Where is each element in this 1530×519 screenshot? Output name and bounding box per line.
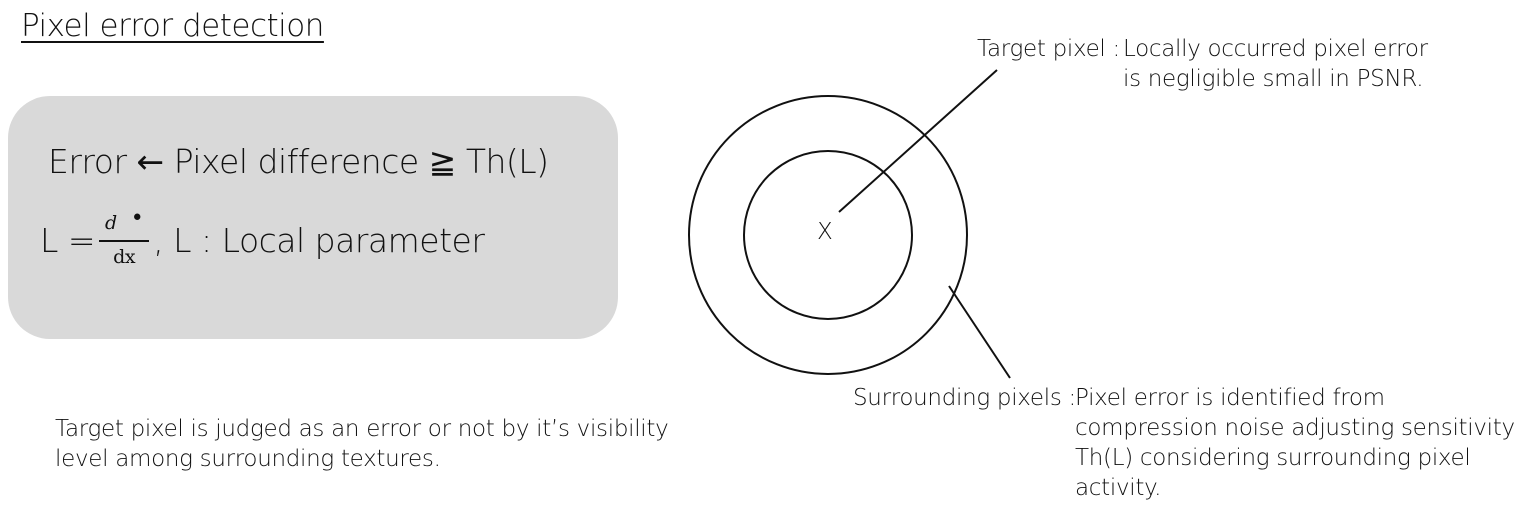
formula-l-description: , L : Local parameter (153, 221, 485, 260)
surround-desc-line-2: compression noise adjusting sensitivity (1075, 415, 1515, 441)
surround-desc-line-1: Pixel error is identified from (1075, 385, 1385, 411)
formula-pixel-difference: Pixel difference (173, 142, 419, 181)
local-parameter-formula: L = d • dx , L : Local parameter (40, 208, 485, 268)
surrounding-pixels-description: Pixel error is identified from compressi… (1075, 383, 1515, 503)
target-pixel-mark: X (817, 219, 833, 245)
fraction-bar (99, 240, 150, 242)
fraction-numerator: d • (99, 208, 149, 240)
target-pixel-label: Target pixel : (977, 36, 1120, 62)
numerator-d: d (105, 212, 117, 234)
numerator-dot: • (130, 206, 144, 231)
target-desc-line-2: is negligible small in PSNR. (1123, 66, 1424, 92)
surround-desc-line-3: Th(L) considering surrounding pixel (1075, 445, 1471, 471)
fraction-denominator: dx (113, 246, 136, 268)
left-arrow-icon: ← (136, 142, 165, 181)
surrounding-pointer-line (948, 285, 1011, 379)
page-title: Pixel error detection (21, 8, 324, 44)
formula-box: Error ← Pixel difference ≧ Th(L) L = d •… (8, 96, 618, 339)
surrounding-pixels-label: Surrounding pixels : (853, 385, 1076, 411)
note-line-2: level among surrounding textures. (55, 446, 441, 472)
error-formula: Error ← Pixel difference ≧ Th(L) (48, 142, 549, 181)
note-line-1: Target pixel is judged as an error or no… (55, 416, 669, 442)
derivative-fraction: d • dx (99, 208, 150, 268)
formula-l-lhs: L = (40, 221, 96, 260)
target-desc-line-1: Locally occurred pixel error (1123, 36, 1428, 62)
target-pixel-description: Locally occurred pixel error is negligib… (1123, 34, 1428, 94)
target-pointer-line (838, 69, 998, 213)
geq-symbol: ≧ (428, 142, 457, 181)
target-region-circle (743, 150, 913, 320)
surrounding-region-circle (688, 95, 968, 375)
formula-threshold: Th(L) (465, 142, 549, 181)
surround-desc-line-4: activity. (1075, 475, 1162, 501)
formula-error-term: Error (48, 142, 127, 181)
explanation-note: Target pixel is judged as an error or no… (55, 414, 695, 474)
